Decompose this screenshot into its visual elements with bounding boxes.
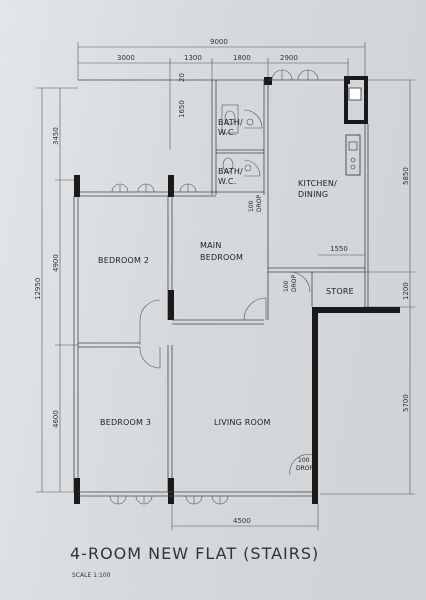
drop-bath-1: 100 xyxy=(248,200,255,212)
dim-left-total: 12950 xyxy=(34,278,42,300)
label-main-bedroom-line2: BEDROOM xyxy=(200,253,243,262)
label-bedroom2: BEDROOM 2 xyxy=(98,256,149,265)
dim-right-2: 1200 xyxy=(402,282,410,300)
label-bath-1-line1: BATH/ xyxy=(218,118,243,127)
drop-store-1: 100 xyxy=(283,280,290,292)
label-kitchen-line2: DINING xyxy=(298,190,328,199)
bath-fixtures xyxy=(221,104,254,173)
label-bath-1-line2: W.C. xyxy=(218,128,236,137)
dim-overall-width: 9000 xyxy=(210,38,228,46)
dim-bath-small-2: 1650 xyxy=(178,100,186,118)
plan-title: 4-ROOM NEW FLAT (STAIRS) xyxy=(70,544,320,563)
label-living: LIVING ROOM xyxy=(214,418,271,427)
room-labels: BATH/ W.C. BATH/ W.C. KITCHEN/ DINING BE… xyxy=(98,118,354,427)
walls xyxy=(73,76,400,504)
dim-bottom: 4500 xyxy=(233,517,251,525)
drop-markers: 100 DROP 100 DROP 100 DROP xyxy=(248,194,314,472)
dim-top-3: 1800 xyxy=(233,54,251,62)
left-dimensions: 12950 3450 4900 4600 xyxy=(34,87,78,493)
dim-bath-small-1: 20 xyxy=(178,73,186,82)
dim-left-3: 4600 xyxy=(52,410,60,428)
drop-living-2: DROP xyxy=(296,465,314,472)
label-kitchen-line1: KITCHEN/ xyxy=(298,179,337,188)
windows-and-doors xyxy=(109,69,319,505)
dim-kitchen-inner: 1550 xyxy=(330,245,348,253)
drop-bath-2: DROP xyxy=(256,194,263,212)
dim-top-1: 3000 xyxy=(117,54,135,62)
label-main-bedroom-line1: MAIN xyxy=(200,241,222,250)
dim-right-3: 5700 xyxy=(402,394,410,412)
right-dimensions: 5850 1200 5700 xyxy=(320,79,415,495)
plan-scale: SCALE 1:100 xyxy=(72,572,111,579)
dim-top-4: 2900 xyxy=(280,54,298,62)
label-bath-2-line1: BATH/ xyxy=(218,167,243,176)
label-bath-2-line2: W.C. xyxy=(218,177,236,186)
dim-left-1: 3450 xyxy=(52,127,60,145)
dim-right-1: 5850 xyxy=(402,167,410,185)
label-bedroom3: BEDROOM 3 xyxy=(100,418,151,427)
dim-left-2: 4900 xyxy=(52,254,60,272)
dim-top-2: 1300 xyxy=(184,54,202,62)
top-dimensions: 9000 3000 1300 1800 2900 xyxy=(77,38,366,150)
drop-living-1: 100 xyxy=(298,457,310,464)
label-store: STORE xyxy=(326,287,354,296)
drop-store-2: DROP xyxy=(291,274,298,292)
